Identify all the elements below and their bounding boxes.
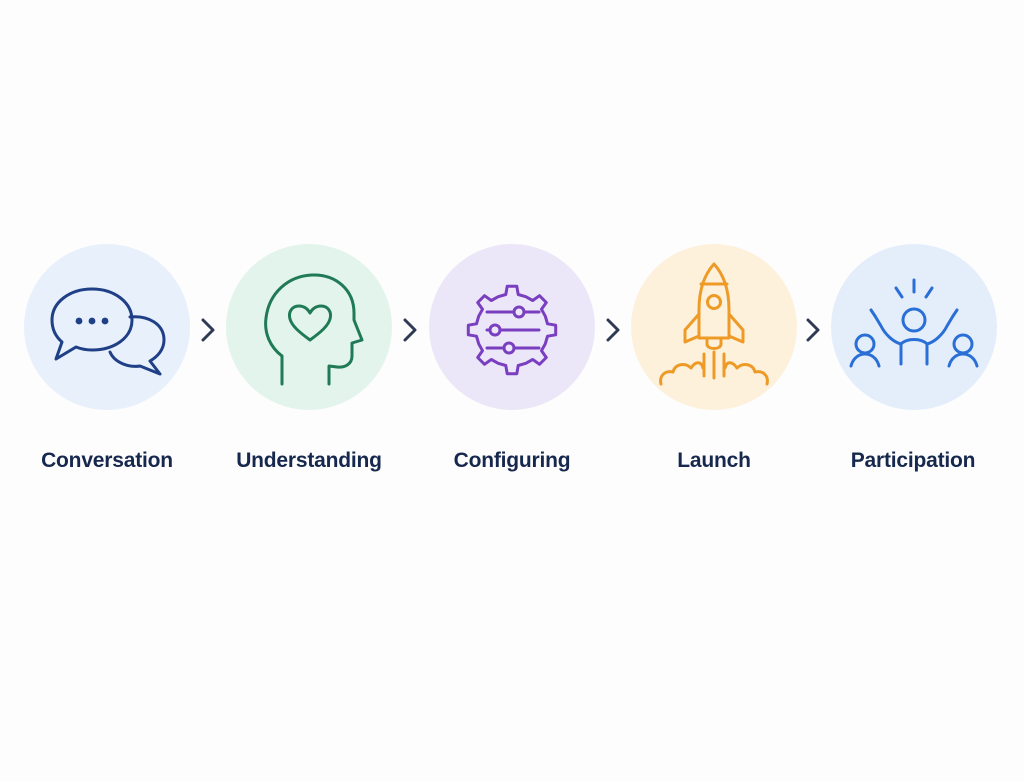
gear-sliders-icon [429,244,595,410]
step-launch-circle [631,244,797,410]
step-configuring-circle [429,244,595,410]
chat-bubbles-icon [24,244,190,410]
step-label-participation: Participation [850,449,976,472]
head-heart-icon [226,244,392,410]
step-label-configuring: Configuring [453,449,571,472]
chevron-right-icon [198,316,218,344]
step-label-conversation: Conversation [41,449,173,472]
chevron-right-icon [400,316,420,344]
step-label-understanding: Understanding [236,449,382,472]
rocket-icon [631,244,797,410]
step-participation-circle [831,244,997,410]
chevron-right-icon [803,316,823,344]
step-understanding-circle [226,244,392,410]
people-celebrating-icon [831,244,997,410]
chevron-right-icon [603,316,623,344]
step-conversation-circle [24,244,190,410]
step-label-launch: Launch [677,449,751,472]
